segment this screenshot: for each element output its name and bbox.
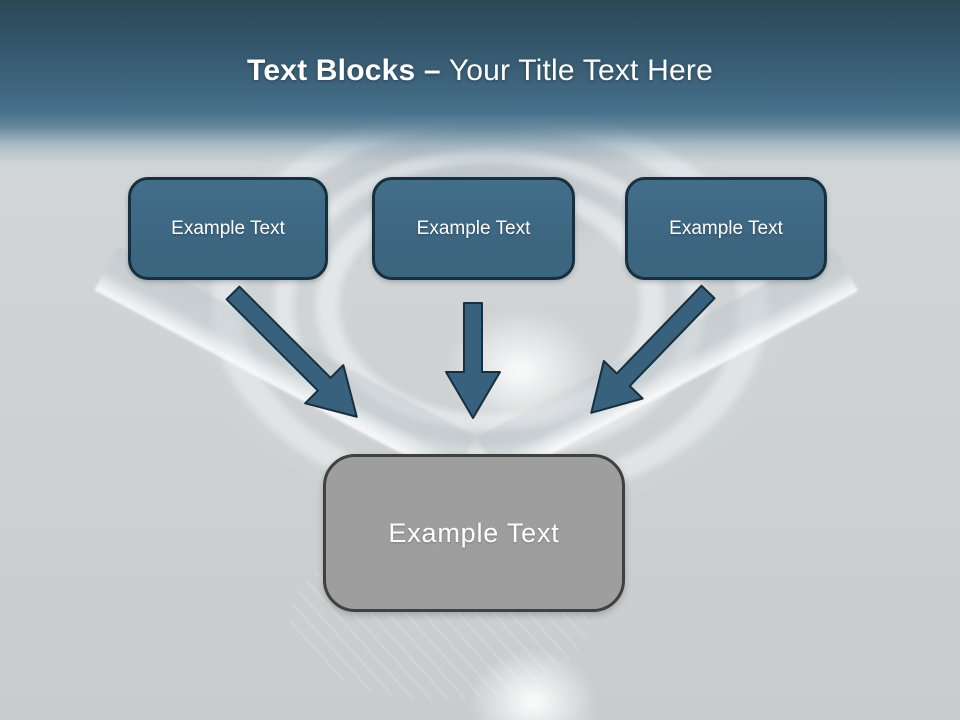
arrow-down-right-icon bbox=[225, 285, 358, 418]
slide-title: Text Blocks – Your Title Text Here bbox=[0, 54, 960, 88]
result-block: Example Text bbox=[323, 454, 625, 612]
title-regular-text: Your Title Text Here bbox=[448, 54, 713, 87]
arrow-down-icon bbox=[445, 302, 501, 419]
text-block-3-label: Example Text bbox=[669, 217, 783, 239]
text-block-1: Example Text bbox=[128, 177, 328, 280]
arrow-down-left-icon bbox=[590, 284, 716, 414]
result-block-label: Example Text bbox=[388, 517, 560, 548]
text-block-2-label: Example Text bbox=[416, 217, 531, 239]
text-block-1-label: Example Text bbox=[171, 217, 285, 239]
text-block-3: Example Text bbox=[625, 177, 827, 280]
background-cone-highlight bbox=[418, 288, 623, 453]
title-bold-text: Text Blocks – bbox=[247, 54, 441, 87]
text-block-2: Example Text bbox=[372, 177, 575, 280]
header-band bbox=[0, 0, 960, 182]
